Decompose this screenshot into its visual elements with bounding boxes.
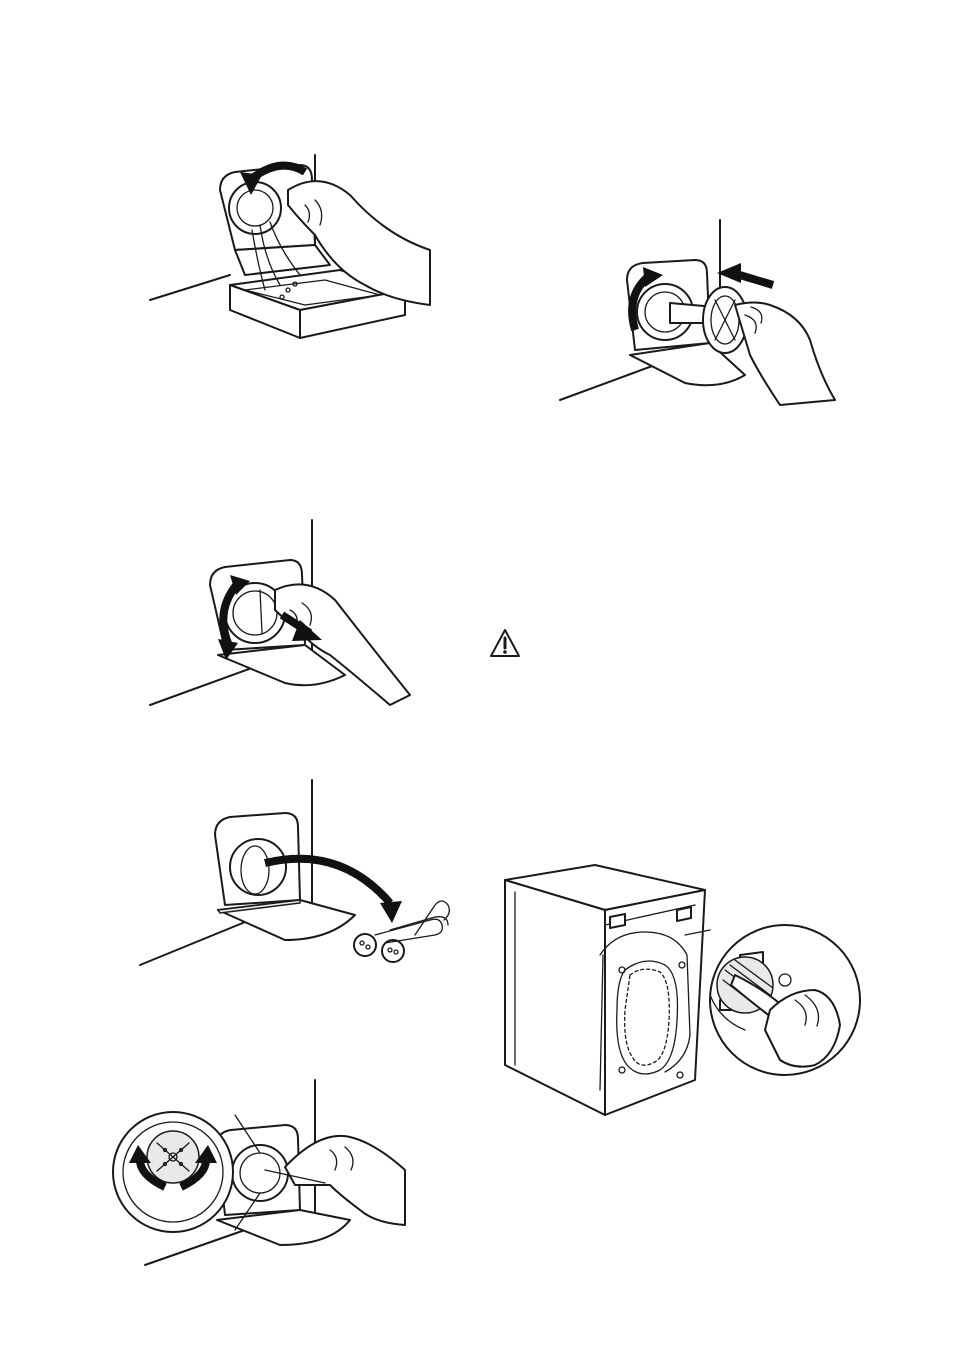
check-impeller-illustration — [105, 1075, 410, 1270]
reinsert-filter-illustration — [555, 215, 845, 410]
drain-water-illustration — [140, 150, 440, 340]
remove-filter-illustration — [140, 515, 420, 715]
warning-triangle-icon — [488, 627, 522, 659]
clean-inlet-filter-illustration — [495, 860, 865, 1120]
remove-foreign-objects-illustration — [130, 775, 460, 970]
